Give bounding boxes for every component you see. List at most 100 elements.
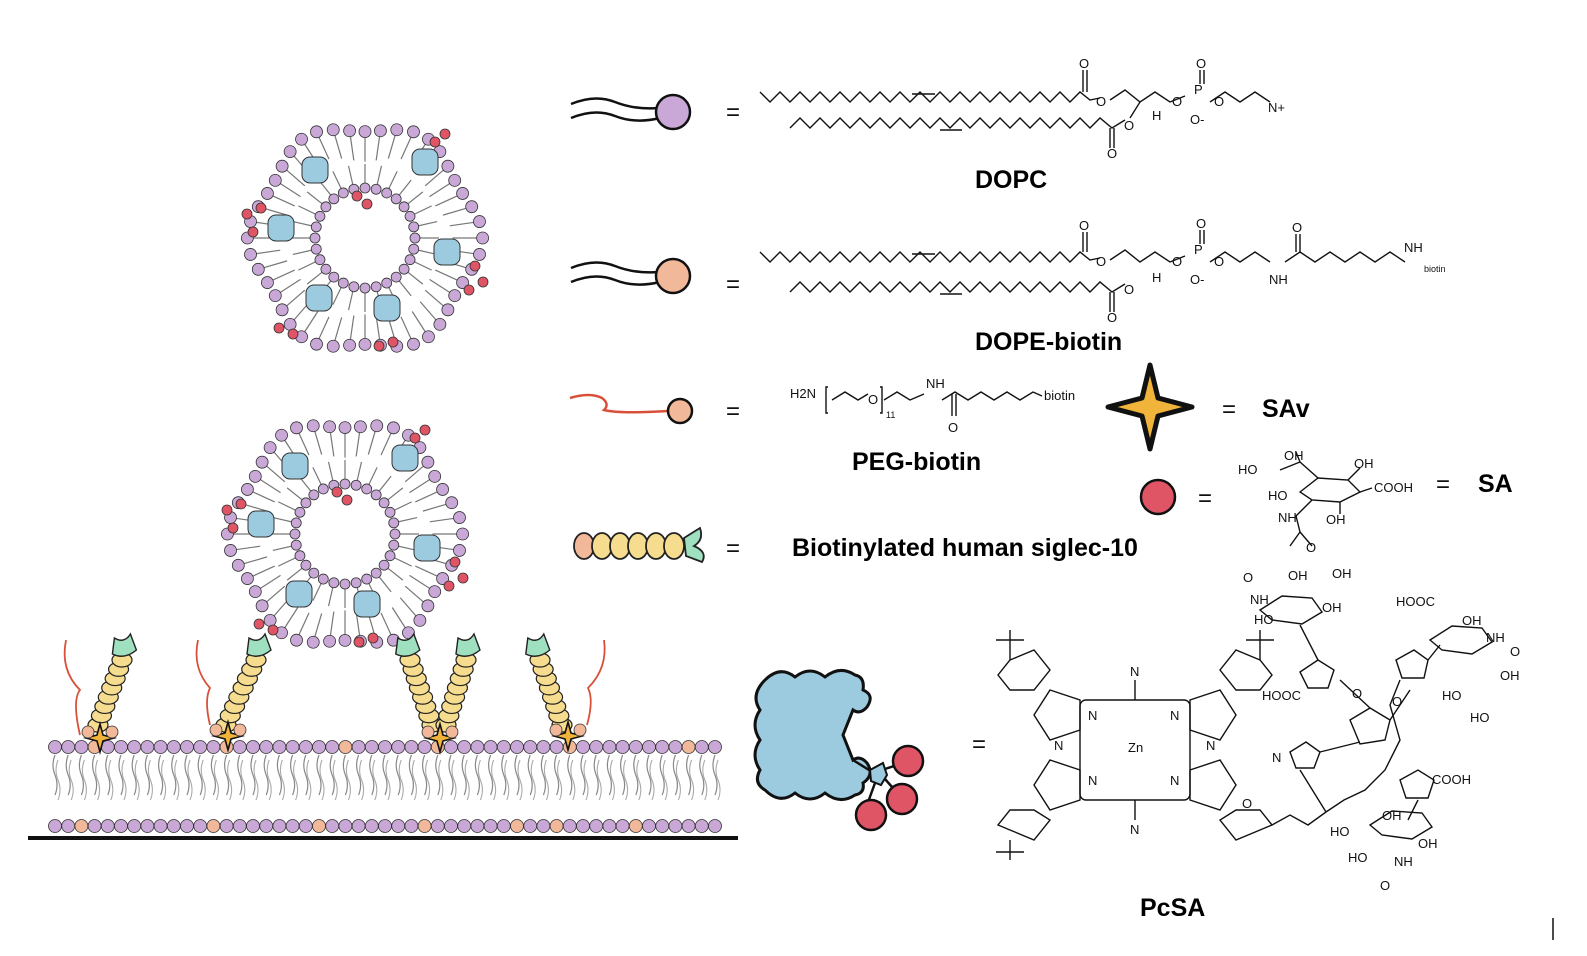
biotin-anchor: [421, 725, 435, 739]
vesicle-outer-head: [343, 124, 356, 138]
vesicle-outer-head: [241, 572, 254, 585]
bilayer-tail: [213, 759, 219, 801]
bilayer-bottom-head: [298, 819, 313, 833]
vesicle-inner-head: [398, 201, 410, 213]
bilayer-top-head: [153, 740, 168, 754]
bilayer-top-head: [549, 740, 564, 754]
bilayer-tail: [118, 754, 124, 796]
vesicle-sa: [387, 336, 399, 348]
vesicle-inner-head: [308, 489, 320, 501]
pcsa-sa-1: [891, 744, 925, 778]
svg-text:O: O: [1196, 56, 1206, 71]
vesicle-sa: [443, 580, 455, 592]
bilayer-tail: [461, 754, 467, 796]
svg-text:HO: HO: [1268, 488, 1288, 503]
vesicle-sa: [341, 494, 353, 506]
svg-text:O: O: [1214, 254, 1224, 269]
svg-text:OH: OH: [1322, 600, 1342, 615]
bilayer-tail: [197, 754, 203, 796]
vesicle-outer-head: [275, 159, 289, 173]
svg-text:11: 11: [886, 410, 895, 420]
svg-text:NH: NH: [1394, 854, 1413, 869]
vesicle-inner-head: [370, 489, 382, 501]
bilayer-tail: [319, 759, 325, 801]
bilayer-top-head: [444, 740, 458, 754]
bilayer-tail: [514, 754, 520, 796]
vesicle-outer-head: [390, 123, 404, 137]
vesicle-pcsa: [433, 238, 461, 266]
vesicle-inner-head: [359, 182, 371, 194]
bilayer-tail: [567, 754, 573, 796]
peg-biotin-icon: [569, 393, 694, 425]
bilayer-bottom-head: [285, 819, 300, 833]
bilayer-bottom-head: [325, 819, 340, 833]
bilayer-tail: [606, 754, 612, 796]
svg-text:NH: NH: [1278, 510, 1297, 525]
vesicle-outer-head: [326, 123, 340, 137]
vesicle-sa: [273, 322, 285, 334]
vesicle-outer-head: [422, 330, 435, 344]
bilayer-top-head: [114, 740, 128, 754]
bilayer-tail: [121, 759, 127, 801]
vesicle-inner-head: [398, 263, 410, 275]
vesicle-inner-head: [361, 483, 373, 495]
equals-dope-biotin: =: [726, 271, 740, 298]
vesicle-inner-head: [388, 539, 400, 551]
svg-text:OH: OH: [1382, 808, 1402, 823]
bilayer-bottom-head: [576, 819, 590, 833]
bilayer-top-head: [193, 740, 208, 754]
vesicle-inner-head: [300, 559, 312, 571]
vesicle-inner-head: [381, 277, 393, 289]
bilayer-bottom-head: [100, 819, 115, 833]
sav-stars: [81, 718, 587, 756]
svg-text:OH: OH: [1462, 613, 1482, 628]
vesicle-inner-head: [370, 567, 382, 579]
bilayer-tail: [382, 754, 388, 796]
vesicle-pcsa: [301, 156, 329, 184]
bilayer-bottom-head: [681, 819, 696, 833]
svg-text:N: N: [1088, 773, 1097, 788]
equals-sav: =: [1222, 396, 1236, 423]
vesicle-sa: [367, 632, 379, 644]
vesicle-inner-head: [290, 539, 302, 551]
bilayer-top-head: [694, 740, 709, 754]
bilayer-bottom-head: [523, 819, 538, 833]
bilayer-tail: [451, 759, 457, 801]
bilayer-bottom-head: [694, 819, 709, 833]
vesicle-inner-head: [317, 573, 329, 585]
vesicle-inner-head: [348, 281, 360, 293]
legend-siglec-bead: [645, 532, 667, 560]
bilayer-tail: [633, 754, 639, 796]
svg-text:HO: HO: [1238, 462, 1258, 477]
bilayer-bottom-head: [496, 819, 511, 833]
bilayer-tail: [530, 759, 536, 801]
vesicle-outer-head: [445, 496, 459, 510]
bilayer-tail: [147, 759, 153, 801]
bilayer-bottom-head: [391, 819, 406, 833]
vesicle-inner-head: [370, 183, 382, 195]
bilayer-top-head: [312, 740, 326, 754]
svg-text:H: H: [1152, 270, 1161, 285]
bilayer-bottom-head: [642, 819, 656, 833]
svg-text:HOOC: HOOC: [1396, 594, 1435, 609]
vesicle-outer-head: [255, 455, 269, 469]
bilayer-tail: [345, 759, 351, 801]
siglec-tip: [246, 632, 272, 657]
label-dopc: DOPC: [975, 166, 1047, 194]
vesicle-sa: [221, 504, 233, 516]
bilayer-tail: [398, 759, 404, 801]
bilayer-tail: [144, 754, 150, 796]
svg-text:HO: HO: [1330, 824, 1350, 839]
bilayer-bottom-head: [61, 819, 76, 833]
vesicle-sa: [457, 572, 469, 584]
bilayer-bottom-head: [259, 819, 274, 833]
legend-siglec-bead: [627, 532, 649, 560]
sav-star: [422, 720, 458, 756]
bilayer-tail: [369, 754, 375, 796]
bilayer-bottom-head: [219, 819, 234, 833]
vesicle-inner-head: [320, 263, 332, 275]
bilayer-bottom-head: [536, 819, 551, 833]
bilayer-tail: [240, 759, 246, 801]
svg-text:O-: O-: [1190, 112, 1204, 127]
svg-text:O: O: [1306, 540, 1316, 555]
